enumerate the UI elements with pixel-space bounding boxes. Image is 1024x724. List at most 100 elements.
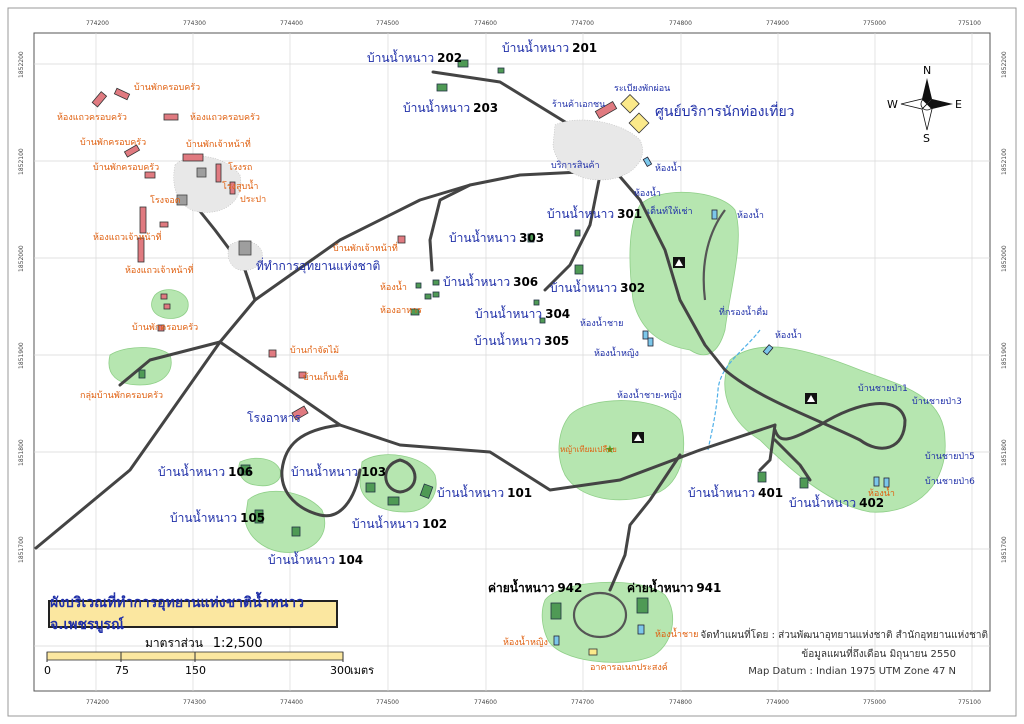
house-102: [387, 496, 400, 506]
scale-ratio: 1:2,500: [212, 636, 263, 651]
label-office-room: ห้องอาหาร: [380, 305, 422, 316]
label-staff-room: ห้องน้ำ: [380, 280, 407, 293]
toilet-building: [637, 624, 645, 635]
road-loop-103: [280, 423, 362, 518]
building-red: [594, 100, 618, 120]
building-red: [268, 349, 277, 358]
buildings-cyan: [553, 156, 890, 646]
map-title: ผังบริเวณที่ทำการอุทยานแห่งชาติน้ำหนาว จ…: [48, 595, 338, 633]
house-306d: [415, 282, 422, 289]
loop-south: [572, 591, 628, 639]
building-yellow: [588, 648, 598, 656]
credit-date: ข้อมูลแผนที่ถึงเดือน มิถุนายน 2550: [801, 649, 956, 660]
house-201: [497, 67, 505, 74]
x-tick: 774900: [766, 20, 789, 27]
road-east-loop: [723, 368, 907, 450]
house-105: [254, 509, 264, 524]
label-staff: บ้านพักเจ้าหน้าที่: [333, 241, 398, 254]
label-staffroom: ห้องแถวเจ้าหน้าที่: [93, 230, 162, 243]
y-tick: 1852000: [18, 245, 25, 272]
label-shop: ร้านค้าเอกชน: [552, 99, 605, 110]
toilet-building: [883, 477, 890, 488]
building-red: [144, 171, 156, 179]
scale-tick: 75: [115, 664, 129, 677]
zone-family-2: [108, 347, 172, 386]
label-toilet-male: ห้องน้ำชาย: [580, 316, 623, 329]
label-family: บ้านพักครอบครัว: [134, 82, 200, 93]
label-park: หญ้าเทียมเปลือย: [560, 445, 617, 454]
label-toilet: ห้องน้ำ: [737, 208, 764, 221]
toilet-building: [873, 476, 880, 487]
building-red: [215, 163, 222, 183]
house-202: [457, 59, 469, 68]
house-305: [539, 317, 546, 324]
label-family: บ้านพักครอบครัว: [80, 137, 146, 148]
stream: [707, 329, 761, 451]
y-tick: 1851700: [18, 536, 25, 563]
building-grey: [238, 240, 252, 256]
label-toilet-mw: ห้องน้ำชาย-หญิง: [617, 388, 682, 401]
x-tick: 775100: [958, 699, 981, 706]
camp-loops: [572, 209, 726, 639]
scale-label: มาตราส่วน 1:2,500: [145, 634, 263, 653]
label-plant: บ้านเก็บเชื้อ: [303, 370, 349, 383]
compass-icon: N S E W: [887, 64, 962, 145]
building-yellow: [628, 112, 650, 134]
label-veranda: ระเบียงพักผ่อน: [614, 83, 670, 94]
building-yellow: [620, 93, 640, 114]
compass-s: S: [923, 132, 930, 145]
label-family-group: กลุ่มบ้านพักครอบครัว: [80, 390, 163, 401]
scale-tick: 0: [44, 664, 51, 677]
label-toilet: ห้องน้ำ: [775, 328, 802, 341]
x-tick: 775000: [863, 20, 886, 27]
road-303: [428, 183, 472, 272]
stipple-tourist-center: [552, 119, 643, 181]
road-east-spur: [758, 423, 777, 472]
label-toilet-female-2: ห้องน้ำหญิง: [503, 635, 548, 648]
building-red: [137, 237, 145, 263]
toilet-building: [642, 330, 649, 340]
toilet-building: [711, 209, 718, 220]
y-tick: 1852100: [1001, 148, 1008, 175]
building-red: [113, 87, 131, 101]
x-tick: 774800: [669, 20, 692, 27]
label-seasonal1: บ้านชายป่า1: [858, 383, 908, 394]
zone-103: [359, 454, 437, 513]
x-tick: 774600: [474, 20, 497, 27]
house-303: [527, 233, 535, 243]
label-tourist-center: ศูนย์บริการนักท่องเที่ยว: [655, 102, 795, 120]
label-wood: บ้านกำจัดไม้: [290, 345, 339, 356]
scale-prefix: มาตราส่วน: [145, 636, 203, 650]
building-red: [229, 181, 236, 195]
tent-icon: [673, 257, 685, 268]
house-101: [419, 483, 434, 499]
y-tick: 1852000: [1001, 245, 1008, 272]
roads: [34, 70, 907, 592]
house-104: [291, 526, 301, 537]
label-toilet: ห้องน้ำ: [868, 486, 895, 499]
star-icon: ★: [605, 443, 615, 456]
label-restaurant: โรงอาหาร: [247, 411, 301, 425]
label-drink: ที่กรองน้ำดื่ม: [719, 305, 768, 318]
label-toilet: ห้องน้ำ: [655, 161, 682, 174]
label-toilet-male-2: ห้องน้ำชาย: [655, 627, 698, 640]
building-red: [163, 113, 179, 121]
y-tick: 1851800: [1001, 439, 1008, 466]
x-tick: 774500: [376, 699, 399, 706]
house-family-a: [138, 369, 146, 379]
label-family: บ้านพักครอบครัว: [132, 322, 198, 333]
house-302: [574, 264, 584, 275]
label-family: บ้านพักครอบครัว: [93, 162, 159, 173]
building-red: [163, 303, 171, 310]
y-tick: 1851900: [1001, 342, 1008, 369]
house-306c: [432, 291, 440, 298]
x-tick: 774700: [571, 699, 594, 706]
